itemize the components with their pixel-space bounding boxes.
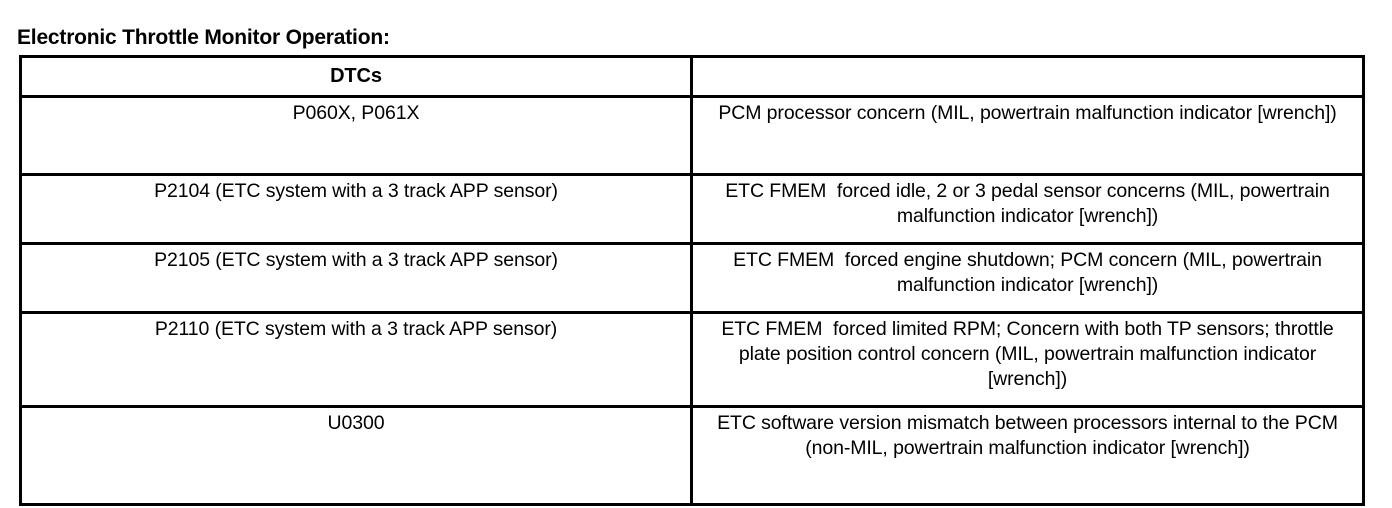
cell-dtc-code: P060X, P061X: [19, 95, 693, 176]
column-header-description: [690, 55, 1365, 98]
cell-dtc-description: ETC FMEM forced limited RPM; Concern wit…: [690, 311, 1365, 408]
cell-dtc-code: U0300: [19, 405, 693, 506]
table-header-row: DTCs: [19, 55, 1365, 98]
table-row: P2105 (ETC system with a 3 track APP sen…: [19, 242, 1365, 314]
cell-dtc-description: ETC software version mismatch between pr…: [690, 405, 1365, 506]
table-row: P2104 (ETC system with a 3 track APP sen…: [19, 173, 1365, 245]
dtc-table: DTCs P060X, P061X PCM processor concern …: [19, 55, 1365, 506]
page-title: Electronic Throttle Monitor Operation:: [17, 26, 390, 50]
cell-dtc-description: ETC FMEM forced engine shutdown; PCM con…: [690, 242, 1365, 314]
table-row: P060X, P061X PCM processor concern (MIL,…: [19, 95, 1365, 176]
cell-dtc-code: P2105 (ETC system with a 3 track APP sen…: [19, 242, 693, 314]
column-header-dtcs: DTCs: [19, 55, 693, 98]
table-row: U0300 ETC software version mismatch betw…: [19, 405, 1365, 506]
cell-dtc-code: P2104 (ETC system with a 3 track APP sen…: [19, 173, 693, 245]
cell-dtc-description: ETC FMEM forced idle, 2 or 3 pedal senso…: [690, 173, 1365, 245]
cell-dtc-description: PCM processor concern (MIL, powertrain m…: [690, 95, 1365, 176]
table-row: P2110 (ETC system with a 3 track APP sen…: [19, 311, 1365, 408]
cell-dtc-code: P2110 (ETC system with a 3 track APP sen…: [19, 311, 693, 408]
